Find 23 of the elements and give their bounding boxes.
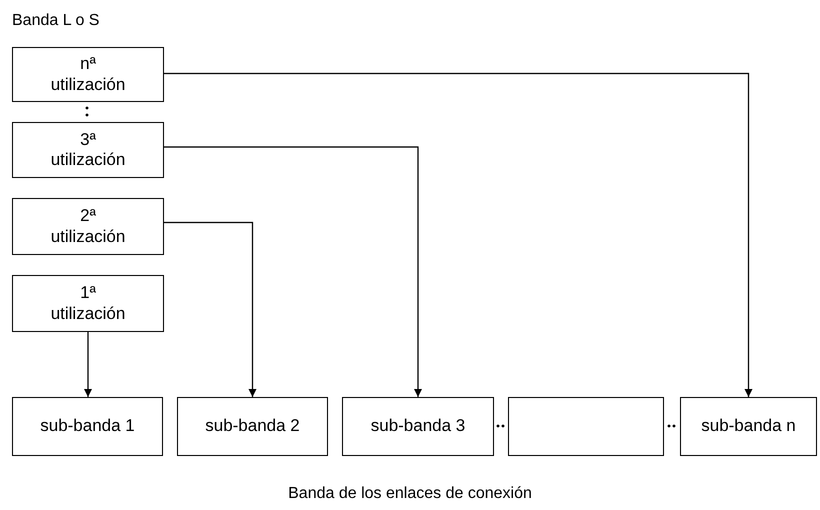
- sub-band-box: [508, 397, 664, 456]
- usage-box: [12, 275, 164, 332]
- usage-box: [12, 122, 164, 178]
- caption: Banda de los enlaces de conexión: [287, 485, 533, 503]
- arrow: [84, 332, 92, 397]
- box-label: 1ª utilización: [50, 283, 126, 324]
- sub-band-box: [342, 397, 494, 456]
- box-label: 2ª utilización: [50, 206, 126, 247]
- sub-band-box: [12, 397, 163, 456]
- arrow: [164, 146, 422, 397]
- sub-band-box: [177, 397, 328, 456]
- sub-band-box: [680, 397, 817, 456]
- box-label: sub-banda 1: [40, 416, 135, 437]
- arrow: [164, 222, 256, 397]
- box-label: sub-banda n: [701, 416, 796, 437]
- title: Banda L o S: [12, 12, 100, 30]
- box-label: 3ª utilización: [50, 130, 126, 170]
- box-label: sub-banda 3: [370, 416, 466, 437]
- arrow: [164, 72, 752, 397]
- usage-box: [12, 47, 164, 102]
- box-label: nª utilización: [50, 54, 126, 95]
- box-label: sub-banda 2: [205, 416, 300, 437]
- usage-box: [12, 198, 164, 255]
